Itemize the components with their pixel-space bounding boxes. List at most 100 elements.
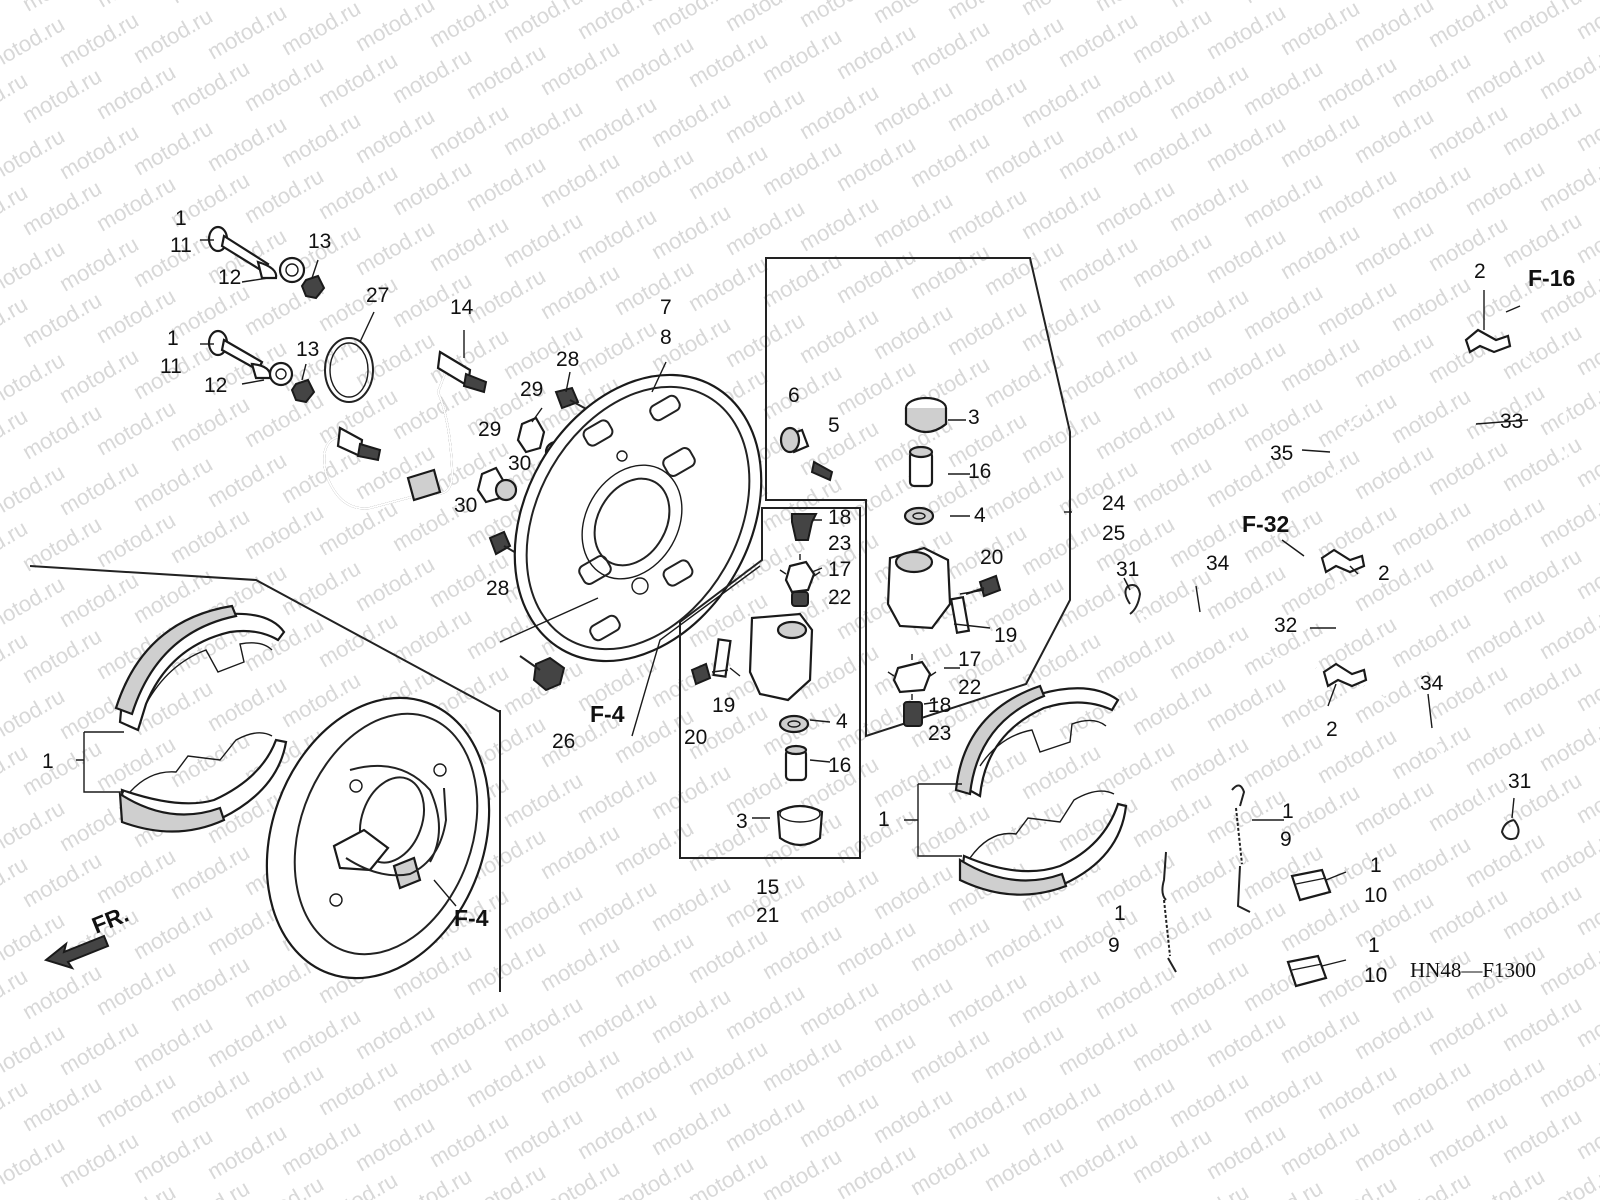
watermark-text: motod.ru (166, 951, 254, 1016)
watermark-text: motod.ru (1535, 823, 1600, 888)
watermark-text: motod.ru (795, 975, 883, 1040)
watermark-text: motod.ru (18, 1071, 106, 1136)
watermark-text: motod.ru (536, 35, 624, 100)
watermark-text: motod.ru (1387, 1055, 1475, 1120)
watermark-text: motod.ru (610, 927, 698, 992)
watermark-text: motod.ru (1276, 331, 1364, 396)
callout-c5: 5 (828, 414, 840, 437)
watermark-text: motod.ru (462, 151, 550, 216)
watermark-text: motod.ru (1202, 895, 1290, 960)
watermark-text: motod.ru (1424, 99, 1512, 164)
watermark-text: motod.ru (1461, 155, 1549, 220)
watermark-text: motod.ru (1091, 1071, 1179, 1136)
wheel-cylinder-group-2 (679, 507, 861, 859)
watermark-text: motod.ru (573, 91, 661, 156)
watermark-text: motod.ru (18, 623, 106, 688)
watermark-text: motod.ru (573, 763, 661, 828)
watermark-text: motod.ru (425, 99, 513, 164)
watermark-text: motod.ru (573, 203, 661, 268)
callout-c17a: 17 (958, 648, 981, 671)
watermark-text: motod.ru (240, 387, 328, 452)
callout-c7: 7 (660, 296, 672, 319)
watermark-text: motod.ru (1313, 1059, 1401, 1124)
watermark-text: motod.ru (277, 0, 365, 60)
watermark-text: motod.ru (980, 11, 1068, 76)
callout-c1h: 1 (1368, 934, 1380, 957)
watermark-text: motod.ru (1535, 39, 1600, 104)
watermark-text: motod.ru (758, 135, 846, 200)
watermark-text: motod.ru (240, 0, 328, 4)
watermark-text: motod.ru (1313, 275, 1401, 340)
callout-c8: 8 (660, 326, 672, 349)
watermark-text: motod.ru (980, 1131, 1068, 1196)
watermark-text: motod.ru (166, 1063, 254, 1128)
watermark-text: motod.ru (314, 1055, 402, 1120)
watermark-text: motod.ru (869, 971, 957, 1036)
callout-c28a: 28 (556, 348, 579, 371)
watermark-text: motod.ru (795, 303, 883, 368)
callout-c3b: 3 (736, 810, 748, 833)
watermark-text: motod.ru (55, 7, 143, 72)
watermark-text: motod.ru (1313, 0, 1401, 4)
watermark-text: motod.ru (18, 287, 106, 352)
watermark-text: motod.ru (1239, 55, 1327, 120)
callout-c16b: 16 (828, 754, 851, 777)
watermark-text: motod.ru (1498, 207, 1586, 272)
watermark-text: motod.ru (1313, 163, 1401, 228)
watermark-text: motod.ru (166, 391, 254, 456)
watermark-text: motod.ru (943, 0, 1031, 24)
watermark-text: motod.ru (869, 1083, 957, 1148)
watermark-text: motod.ru (1313, 51, 1401, 116)
watermark-text: motod.ru (1350, 103, 1438, 168)
watermark-text: motod.ru (1535, 935, 1600, 1000)
watermark-text: motod.ru (314, 159, 402, 224)
callout-c20b: 20 (684, 726, 707, 749)
watermark-text: motod.ru (1424, 211, 1512, 276)
watermark-text: motod.ru (462, 39, 550, 104)
diagram-code: HN48—F1300 (1410, 958, 1536, 982)
watermark-text: motod.ru (129, 115, 217, 180)
watermark-text: motod.ru (92, 0, 180, 12)
watermark-text: motod.ru (869, 75, 957, 140)
watermark-text: motod.ru (1091, 287, 1179, 352)
watermark-text: motod.ru (92, 1067, 180, 1132)
ref-f4-low: F-4 (454, 905, 489, 931)
watermark-text: motod.ru (721, 83, 809, 148)
watermark-text: motod.ru (1128, 227, 1216, 292)
watermark-text: motod.ru (1239, 279, 1327, 344)
watermark-text: motod.ru (1054, 903, 1142, 968)
callout-c34b: 34 (1420, 672, 1444, 695)
watermark-text: motod.ru (462, 935, 550, 1000)
watermark-text: motod.ru (129, 1011, 217, 1076)
watermark-text: motod.ru (1350, 439, 1438, 504)
watermark-text: motod.ru (129, 899, 217, 964)
watermark-text: motod.ru (1498, 543, 1586, 608)
watermark-text: motod.ru (684, 1035, 772, 1100)
ref-f16: F-16 (1528, 265, 1575, 291)
watermark-text: motod.ru (980, 347, 1068, 412)
watermark-text: motod.ru (1128, 899, 1216, 964)
watermark-text: motod.ru (1202, 1007, 1290, 1072)
watermark-text: motod.ru (1165, 59, 1253, 124)
watermark-text: motod.ru (980, 1019, 1068, 1084)
callout-c3a: 3 (968, 406, 980, 429)
watermark-text: motod.ru (1128, 787, 1216, 852)
watermark-text: motod.ru (758, 1143, 846, 1200)
watermark-text: motod.ru (1165, 955, 1253, 1020)
watermark-text: motod.ru (1498, 991, 1586, 1056)
callout-c31a: 31 (1116, 558, 1139, 581)
watermark-text: motod.ru (536, 931, 624, 996)
watermark-text: motod.ru (980, 235, 1068, 300)
watermark-text: motod.ru (129, 451, 217, 516)
watermark-text: motod.ru (18, 959, 106, 1024)
watermark-text: motod.ru (1165, 1067, 1253, 1132)
watermark-text: motod.ru (684, 811, 772, 876)
watermark-text: motod.ru (499, 95, 587, 160)
watermark-text: motod.ru (0, 683, 69, 748)
watermark-text: motod.ru (55, 343, 143, 408)
watermark-text: motod.ru (1350, 215, 1438, 280)
watermark-text: motod.ru (203, 1119, 291, 1184)
watermark-text: motod.ru (647, 759, 735, 824)
watermark-text: motod.ru (869, 187, 957, 252)
watermark-text: motod.ru (499, 879, 587, 944)
